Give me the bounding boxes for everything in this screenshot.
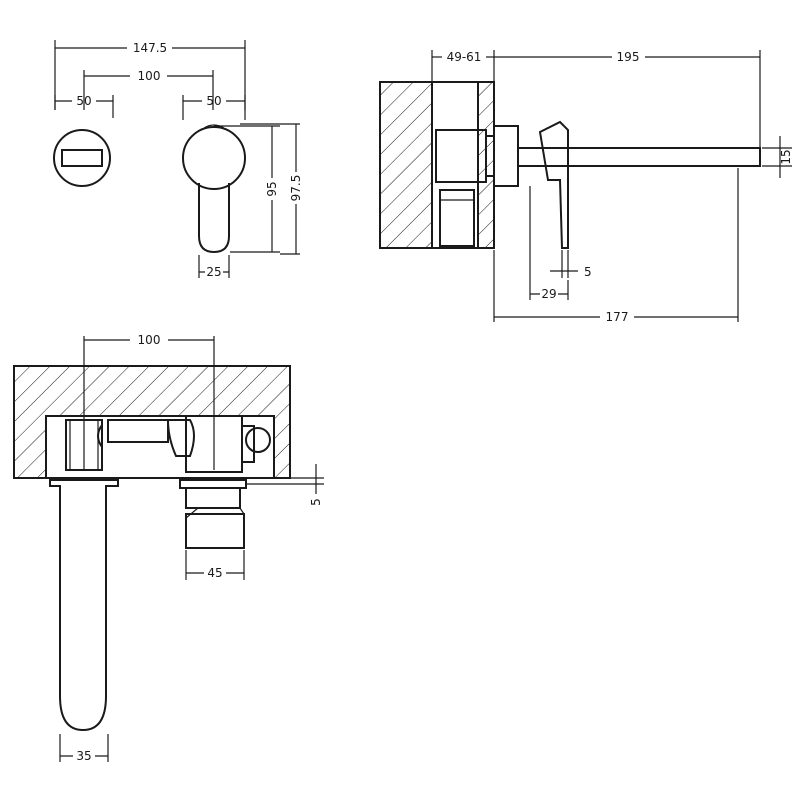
dim-15: 15 bbox=[762, 136, 793, 178]
dim-label-50-left: 50 bbox=[76, 94, 91, 108]
indicator-slot bbox=[61, 149, 103, 167]
plan-view: 100 5 45 35 bbox=[13, 333, 324, 763]
dim-label-50-right: 50 bbox=[206, 94, 221, 108]
dim-label-49-61: 49-61 bbox=[447, 50, 482, 64]
dim-label-5-plan: 5 bbox=[309, 498, 323, 506]
dim-35: 35 bbox=[59, 734, 109, 763]
dim-label-5-side: 5 bbox=[584, 265, 592, 279]
dim-5-plan: 5 bbox=[246, 464, 324, 506]
valve-cartridge bbox=[439, 189, 475, 247]
handle-top-arc bbox=[203, 124, 225, 129]
plan-handle bbox=[185, 513, 245, 549]
dim-label-195: 195 bbox=[617, 50, 640, 64]
dim-50-left: 50 bbox=[54, 94, 114, 118]
dim-label-97-5: 97.5 bbox=[289, 175, 303, 202]
lever-side bbox=[538, 120, 569, 249]
dim-50-right: 50 bbox=[182, 94, 246, 120]
dim-label-45: 45 bbox=[207, 566, 222, 580]
side-elevation-view: 49-61 195 15 5 29 bbox=[379, 50, 793, 324]
dim-label-177: 177 bbox=[606, 310, 629, 324]
plan-backplate bbox=[179, 479, 247, 489]
dim-100-plan: 100 bbox=[83, 333, 215, 470]
dim-label-100-plan: 100 bbox=[138, 333, 161, 347]
wall-cavity bbox=[431, 81, 479, 249]
connecting-pipe bbox=[107, 419, 169, 443]
spout-plan bbox=[49, 479, 119, 732]
dim-label-95: 95 bbox=[265, 181, 279, 196]
dim-95: 95 bbox=[214, 125, 280, 253]
dim-label-15: 15 bbox=[779, 149, 793, 164]
dim-label-35: 35 bbox=[76, 749, 91, 763]
indicator-plate bbox=[53, 129, 111, 187]
dim-5-side: 5 bbox=[550, 250, 592, 279]
dim-29: 29 bbox=[529, 186, 569, 301]
handle-plate bbox=[182, 126, 246, 190]
dim-25: 25 bbox=[198, 255, 230, 279]
spout-side bbox=[517, 147, 761, 167]
dim-100-top: 100 bbox=[83, 69, 214, 110]
dim-label-25: 25 bbox=[206, 265, 221, 279]
dim-177: 177 bbox=[493, 168, 739, 324]
wall-section-hatched bbox=[379, 81, 433, 249]
dim-label-29: 29 bbox=[541, 287, 556, 301]
dim-45: 45 bbox=[185, 550, 245, 580]
dim-97-5: 97.5 bbox=[240, 123, 303, 255]
handle-lever bbox=[198, 183, 230, 254]
dim-label-147-5: 147.5 bbox=[133, 41, 167, 55]
dim-195: 195 bbox=[494, 50, 761, 148]
dim-label-100-top: 100 bbox=[138, 69, 161, 83]
front-elevation-view: 147.5 100 50 50 bbox=[53, 40, 303, 279]
back-plate bbox=[493, 125, 519, 187]
dim-49-61: 49-61 bbox=[431, 50, 495, 82]
